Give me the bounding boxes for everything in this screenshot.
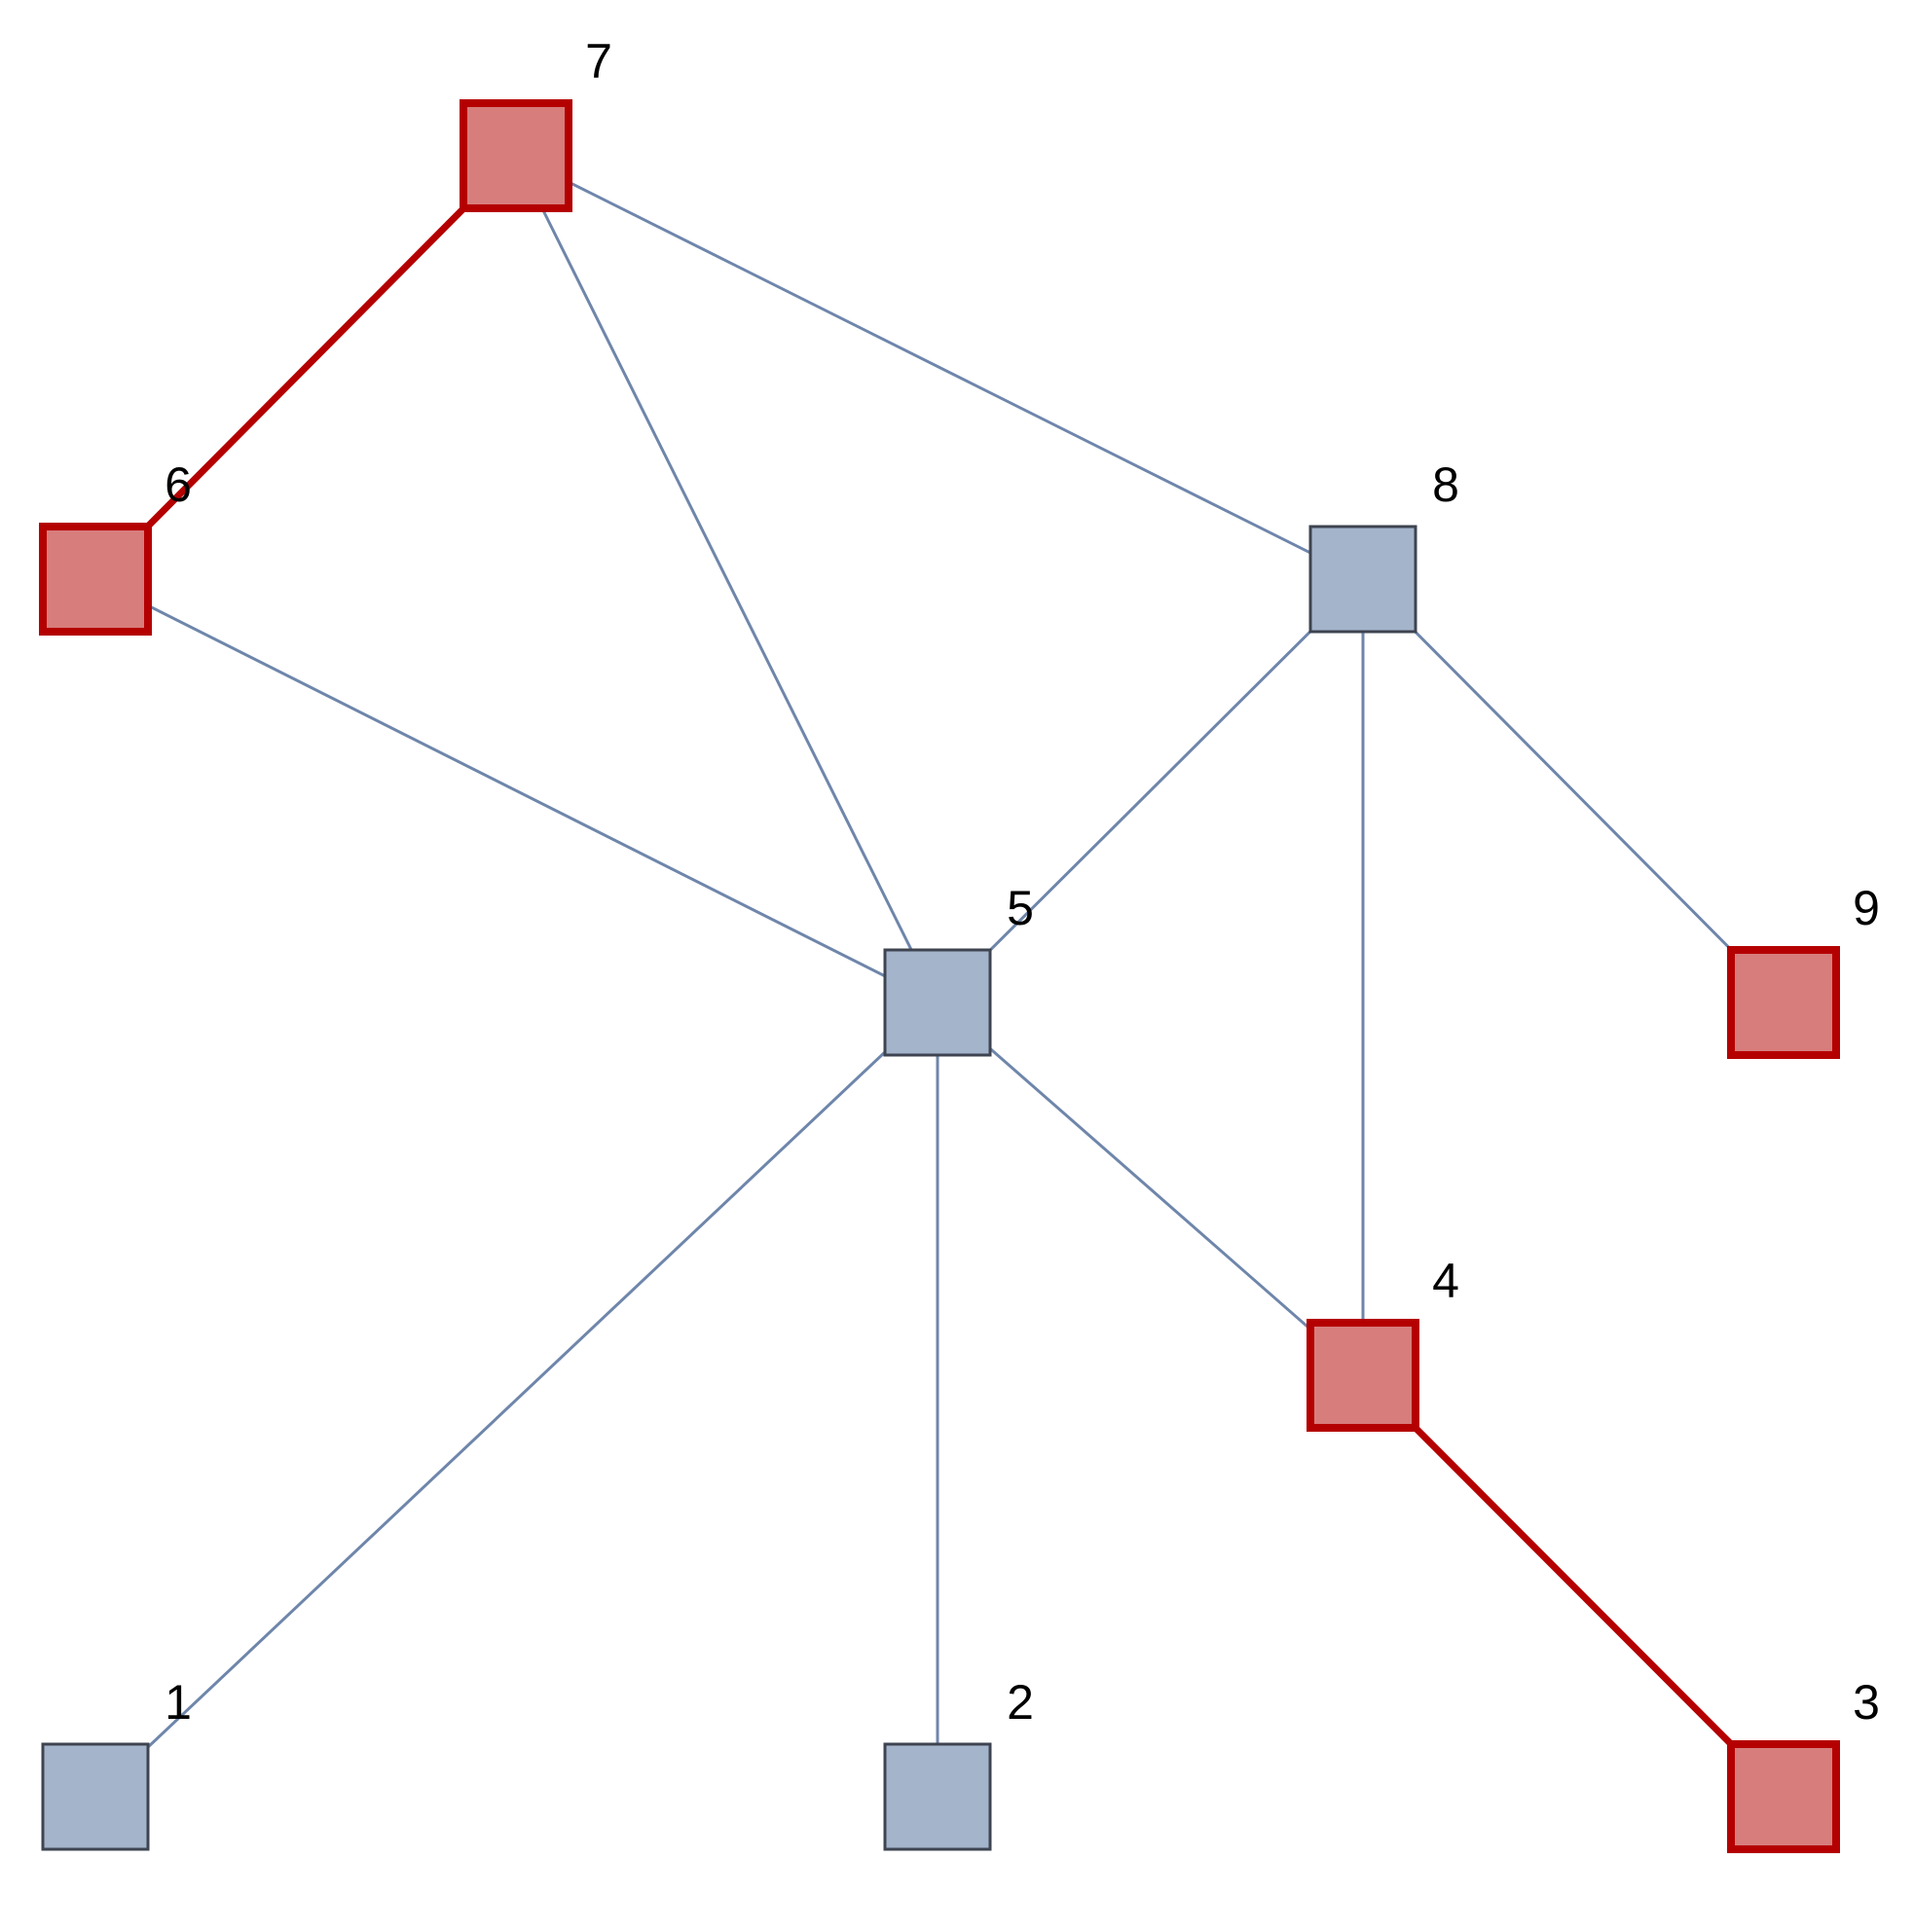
node-label-3: 3 bbox=[1853, 1675, 1880, 1730]
edge-4-3 bbox=[1360, 1372, 1786, 1800]
edges-layer bbox=[92, 153, 1786, 1800]
node-6[interactable] bbox=[39, 523, 152, 636]
labels-layer: 1 2 3 4 5 6 7 8 9 bbox=[165, 34, 1880, 1730]
node-9[interactable] bbox=[1727, 946, 1840, 1059]
nodes-layer bbox=[39, 99, 1840, 1853]
node-label-8: 8 bbox=[1432, 457, 1459, 512]
node-4[interactable] bbox=[1307, 1319, 1419, 1432]
node-label-4: 4 bbox=[1432, 1254, 1459, 1308]
edge-7-5 bbox=[514, 155, 939, 1003]
node-7[interactable] bbox=[460, 99, 572, 212]
node-label-9: 9 bbox=[1853, 881, 1880, 935]
node-label-1: 1 bbox=[165, 1675, 192, 1730]
edge-5-1 bbox=[93, 1001, 939, 1799]
node-1[interactable] bbox=[41, 1742, 150, 1851]
node-8[interactable] bbox=[1308, 525, 1417, 634]
node-label-2: 2 bbox=[1007, 1675, 1034, 1730]
node-2[interactable] bbox=[883, 1742, 992, 1851]
edge-7-8 bbox=[515, 154, 1364, 581]
node-label-6: 6 bbox=[165, 457, 192, 512]
edge-5-4 bbox=[937, 1001, 1364, 1377]
node-5[interactable] bbox=[883, 948, 992, 1057]
edge-7-6 bbox=[92, 153, 519, 582]
edge-6-5 bbox=[94, 577, 939, 1004]
node-label-7: 7 bbox=[585, 34, 612, 89]
node-3[interactable] bbox=[1727, 1740, 1840, 1853]
node-label-5: 5 bbox=[1007, 881, 1034, 935]
edge-8-5 bbox=[936, 577, 1365, 1004]
edge-8-9 bbox=[1361, 577, 1785, 1004]
